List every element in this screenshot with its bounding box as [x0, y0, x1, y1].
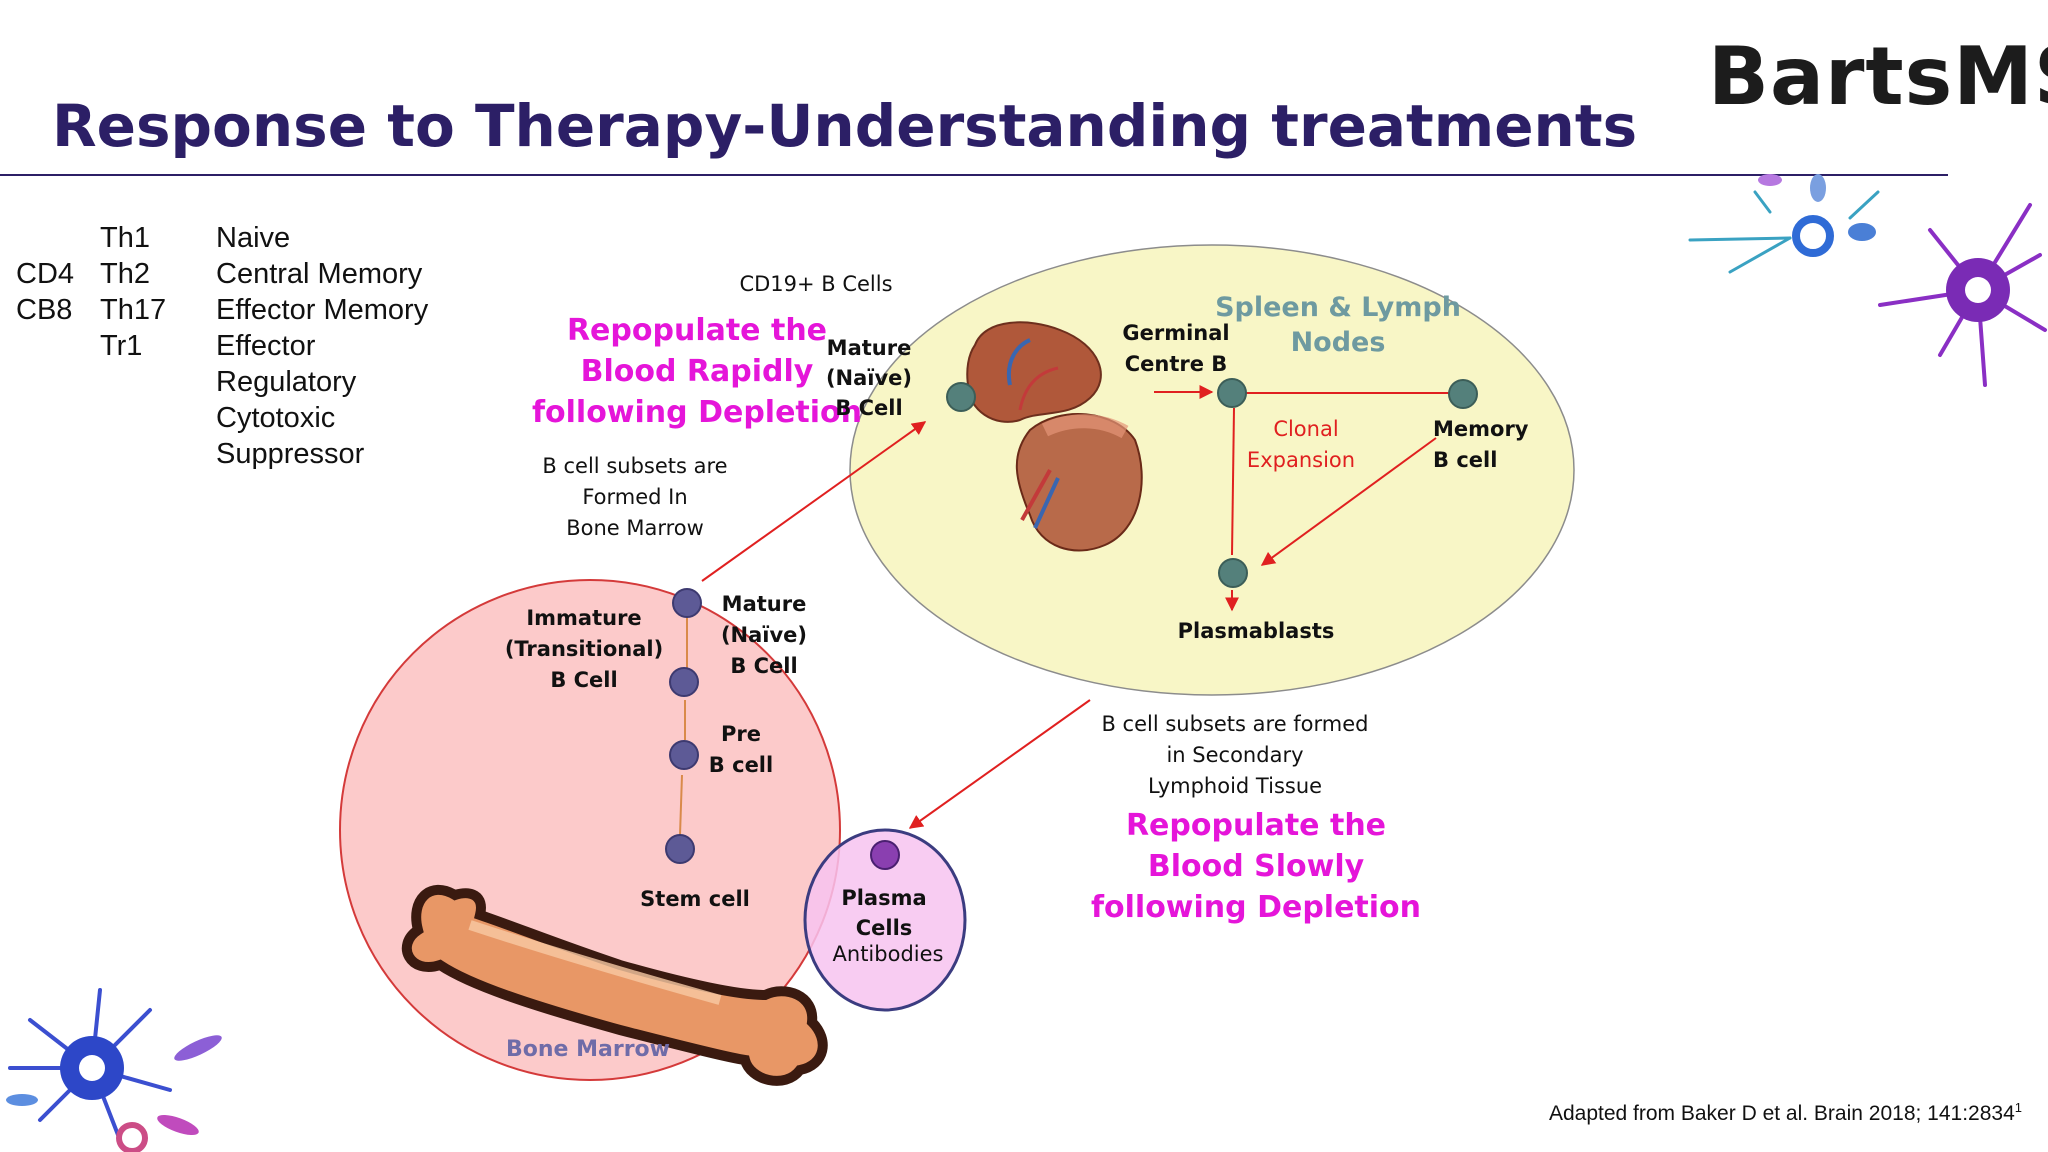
svg-text:in Secondary: in Secondary — [1166, 743, 1303, 767]
svg-text:Formed In: Formed In — [582, 485, 687, 509]
spleen-title: Spleen & Lymph Nodes — [1215, 292, 1461, 358]
svg-text:Cells: Cells — [856, 916, 913, 940]
subset-central-memory: Central Memory — [216, 258, 423, 290]
svg-text:B Cell: B Cell — [550, 668, 617, 692]
bone-icon — [401, 885, 828, 1086]
svg-text:B Cell: B Cell — [835, 396, 902, 420]
mature-naive-label-marrow: Mature (Naïve) B Cell — [721, 592, 807, 678]
memory-b-cell-label: Memory B cell — [1433, 417, 1529, 472]
immature-b-cell-label: Immature (Transitional) B Cell — [505, 606, 663, 692]
stem-cell-label: Stem cell — [640, 887, 750, 911]
bartsms-logo: BartsMS — [1708, 30, 2048, 123]
bone-marrow-label: Bone Marrow — [506, 1037, 670, 1062]
t-helper-list: Th1 Th2 Th17 Tr1 — [100, 220, 166, 364]
svg-text:B Cell: B Cell — [730, 654, 797, 678]
svg-text:Memory: Memory — [1433, 417, 1529, 441]
svg-text:Plasma: Plasma — [841, 886, 926, 910]
subset-effector: Effector — [216, 330, 316, 362]
decorative-cells-bottom-left — [6, 988, 222, 1152]
svg-text:B cell subsets are formed: B cell subsets are formed — [1101, 712, 1368, 736]
svg-text:Antibodies: Antibodies — [833, 942, 944, 966]
helper-tr1: Tr1 — [100, 330, 143, 362]
svg-text:Blood Slowly: Blood Slowly — [1148, 849, 1365, 884]
spleen-icon — [966, 321, 1102, 423]
svg-text:Repopulate the: Repopulate the — [1126, 808, 1386, 843]
helper-th17: Th17 — [100, 294, 167, 326]
germinal-centre-label: Germinal Centre B — [1122, 321, 1229, 376]
svg-text:Germinal: Germinal — [1122, 321, 1229, 345]
marker-cd4: CD4 — [16, 258, 75, 290]
svg-text:Centre B: Centre B — [1125, 352, 1228, 376]
cd19-label: CD19+ B Cells — [739, 272, 892, 296]
svg-text:Lymphoid Tissue: Lymphoid Tissue — [1148, 774, 1322, 798]
germinal-centre-cell — [1217, 378, 1247, 408]
svg-text:Repopulate the: Repopulate the — [567, 313, 827, 348]
subset-cytotoxic: Cytotoxic — [216, 402, 336, 434]
svg-text:B cell: B cell — [709, 753, 773, 777]
svg-text:Mature: Mature — [827, 336, 912, 360]
svg-text:following Depletion: following Depletion — [532, 395, 862, 430]
mature-b-cell-marrow — [672, 588, 702, 618]
mature-b-cell-spleen — [946, 382, 976, 412]
svg-text:B cell: B cell — [1433, 448, 1497, 472]
svg-text:Blood Rapidly: Blood Rapidly — [581, 354, 814, 389]
decorative-cells-top-right — [1688, 174, 2047, 387]
pre-b-cell — [669, 740, 699, 770]
memory-b-cell — [1448, 379, 1478, 409]
pre-b-cell-label: Pre B cell — [709, 722, 773, 777]
svg-text:Immature: Immature — [526, 606, 641, 630]
title-divider — [0, 174, 1948, 176]
subset-effector-memory: Effector Memory — [216, 294, 429, 326]
secondary-formed-text: B cell subsets are formed in Secondary L… — [1101, 712, 1368, 798]
plasma-cells-label: Plasma Cells Antibodies — [833, 886, 944, 966]
marrow-formed-text: B cell subsets are Formed In Bone Marrow — [542, 454, 727, 540]
rapid-repopulation-text: Repopulate the Blood Rapidly following D… — [532, 313, 862, 430]
plasma-cell — [870, 840, 900, 870]
svg-text:Expansion: Expansion — [1247, 448, 1355, 472]
arrow-to-plasma — [908, 699, 1091, 829]
svg-text:Bone Marrow: Bone Marrow — [566, 516, 704, 540]
svg-text:Mature: Mature — [722, 592, 807, 616]
svg-text:Pre: Pre — [721, 722, 761, 746]
plasma-cells-region — [803, 828, 967, 1012]
svg-text:(Naïve): (Naïve) — [721, 623, 807, 647]
svg-text:following Depletion: following Depletion — [1091, 890, 1421, 925]
mature-naive-label-spleen: Mature (Naïve) B Cell — [826, 336, 912, 420]
subset-naive: Naive — [216, 222, 291, 254]
slow-repopulation-text: Repopulate the Blood Slowly following De… — [1091, 808, 1421, 925]
citation: Adapted from Baker D et al. Brain 2018; … — [1549, 1100, 2022, 1126]
svg-text:Spleen & Lymph: Spleen & Lymph — [1215, 292, 1461, 323]
svg-text:(Transitional): (Transitional) — [505, 637, 663, 661]
t-subset-list: Naive Central Memory Effector Memory Eff… — [216, 220, 428, 472]
svg-text:(Naïve): (Naïve) — [826, 366, 912, 390]
plasmablast-cell — [1218, 558, 1248, 588]
stem-cell — [665, 834, 695, 864]
immature-b-cell — [669, 667, 699, 697]
subset-regulatory: Regulatory — [216, 366, 357, 398]
subset-suppressor: Suppressor — [216, 438, 365, 470]
page-title: Response to Therapy-Understanding treatm… — [52, 92, 1638, 160]
helper-th1: Th1 — [100, 222, 150, 254]
svg-text:B cell subsets are: B cell subsets are — [542, 454, 727, 478]
lymph-node-icon — [1015, 413, 1143, 552]
plasmablasts-label: Plasmablasts — [1178, 619, 1335, 643]
svg-text:Nodes: Nodes — [1291, 327, 1386, 358]
helper-th2: Th2 — [100, 258, 150, 290]
marker-cb8: CB8 — [16, 294, 73, 326]
clonal-expansion-label: Clonal Expansion — [1247, 417, 1355, 472]
citation-ref: 1 — [2014, 1100, 2022, 1115]
citation-text: Adapted from Baker D et al. Brain 2018; … — [1548, 1102, 2015, 1125]
arrow-marrow-to-blood — [701, 421, 927, 582]
arrow-memory-to-plasmablast — [1260, 437, 1437, 566]
svg-text:Clonal: Clonal — [1273, 417, 1338, 441]
t-cell-markers: CD4 CB8 — [16, 256, 74, 328]
